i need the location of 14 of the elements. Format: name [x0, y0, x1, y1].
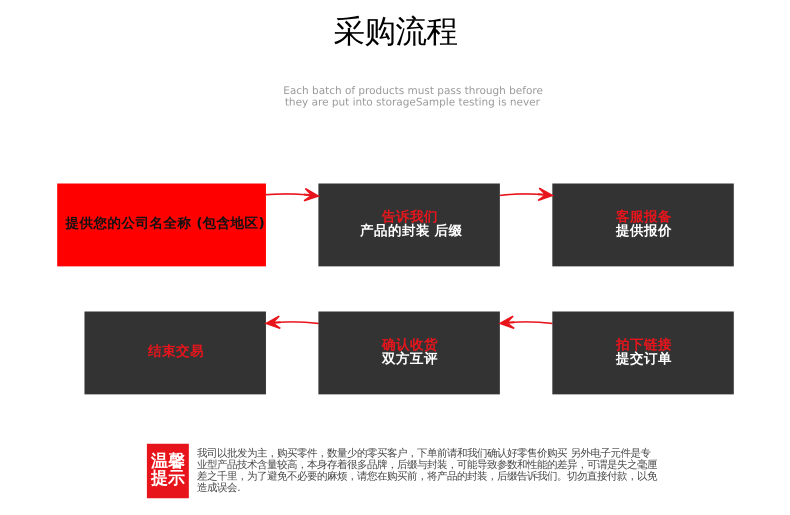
diagram-title: 采购流程 [333, 14, 457, 50]
node-box: 结束交易 [84, 312, 266, 394]
node-box: 拍下链接 提交订单 [552, 312, 734, 394]
node-box: 告诉我们 产品的封装 后缀 [318, 184, 500, 266]
node-box: 客服报备 提供报价 [552, 184, 734, 266]
arrow [264, 315, 318, 330]
node-box: 温馨提示 [146, 444, 188, 498]
arrow [498, 315, 552, 330]
node-box: 确认收货 双方互评 [318, 312, 500, 394]
node-label: 我司以批发为主，购买零件，数量少的零买客户，下单前请和我们确认好零售价购买 另外电子元件是专业型产品技术含量较高，本身存着很多品牌，后缀与封装，可能导致参数和性能的差异，可谓是失之毫厘差之千里，为了避免不必要的麻烦，请您在购买前，将产品的封装，后缀告诉我们。切勿直接付款，以免造成误会. [196, 447, 657, 494]
arrow [499, 187, 553, 202]
node-box: 提供您的公司名全称 (包含地区) [56, 184, 266, 266]
label: Each batch of products must pass through before they are put into storageSample testing is never [282, 84, 542, 108]
arrow [265, 188, 319, 202]
